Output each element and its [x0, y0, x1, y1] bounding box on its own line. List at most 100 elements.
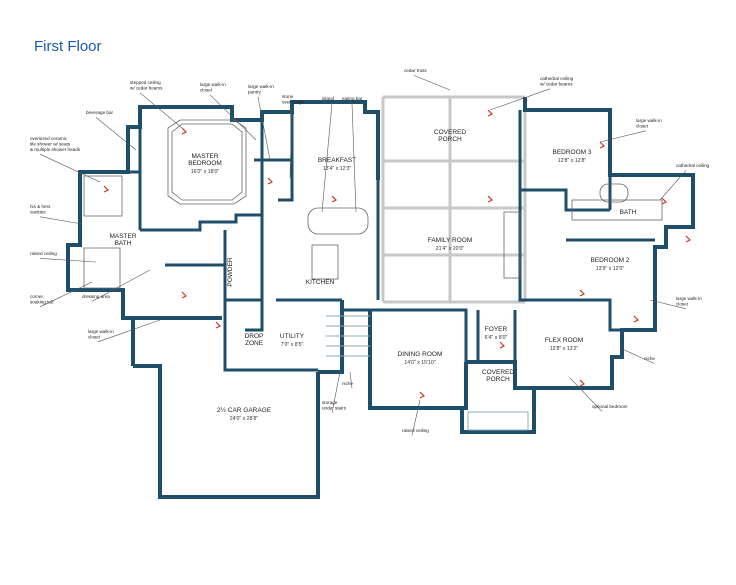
callout-leader-line [39, 258, 97, 263]
room-name: ZONE [245, 340, 264, 347]
callout-text: large walk-in [636, 118, 662, 123]
room-name: BATH [620, 209, 637, 216]
room-kitchen: KITCHEN [306, 279, 335, 286]
room-name: DROP [245, 333, 264, 340]
room-name: DINING ROOM [398, 351, 443, 358]
ceiling-beams [381, 95, 527, 304]
room-name: MASTER [191, 153, 218, 160]
callout-leader-line [569, 377, 603, 412]
callout-leader-line [349, 371, 353, 389]
callout-leader-line [331, 371, 341, 413]
callout-text: pantry [248, 89, 261, 94]
room-name: COVERED [482, 369, 514, 376]
room-bath: BATH [620, 209, 637, 216]
callout-text: under stairs [322, 405, 347, 410]
callout-text: closet [88, 334, 101, 339]
room-name: PORCH [438, 136, 462, 143]
callout-text: cedar truss [404, 68, 427, 73]
callout-text: raised ceiling [402, 428, 429, 433]
plan-details [83, 119, 663, 431]
callout-text: beverage bar [86, 110, 114, 115]
callout-cedar-truss: cedar truss [404, 68, 451, 91]
callout-text: cathedral ceiling [540, 76, 574, 81]
callout-leader-line [619, 347, 655, 364]
callout-leader-line [39, 153, 101, 183]
callout-text: closet [200, 87, 213, 92]
callout-text: storage [322, 400, 338, 405]
room-name: BREAKFAST [318, 157, 356, 164]
callout-text: over range [282, 99, 304, 104]
callout-text: niche [342, 381, 353, 386]
callout-text: closet [636, 123, 649, 128]
room-dimension: 12'8" x 12'8" [558, 158, 587, 164]
callout-text: closet [676, 301, 689, 306]
interior-walls [128, 110, 655, 372]
callout-leader-line [39, 281, 93, 308]
callout-leader-line [139, 92, 183, 129]
room-dimension: 24'0" x 28'8" [230, 416, 259, 422]
page-title: First Floor [34, 38, 102, 55]
room-name: FLEX ROOM [545, 337, 583, 344]
callout-text: soaking tub [30, 299, 54, 304]
room-name: COVERED [434, 129, 466, 136]
room-foyer: FOYER 6'4" x 8'0" [485, 326, 508, 341]
room-name: FAMILY ROOM [428, 237, 473, 244]
room-name: UTILITY [280, 333, 305, 340]
room-name: BEDROOM [188, 160, 222, 167]
callout-leader-line [411, 399, 421, 436]
callout-beverage-bar: beverage bar [86, 110, 137, 151]
callout-text: tile shower w/ seats [30, 141, 71, 146]
callout-leader-line [257, 96, 271, 161]
room-name: KITCHEN [306, 279, 335, 286]
callout-text: vanities [30, 209, 46, 214]
callout-leader-line [39, 216, 83, 225]
exterior-walls [66, 97, 695, 499]
callout-leader-line [91, 269, 151, 302]
room-name: PORCH [486, 376, 510, 383]
callout-text: & multiple shower heads [30, 147, 81, 152]
callout-text: island [322, 96, 334, 101]
room-dimension: 13'4" x 12'3" [323, 166, 352, 172]
callout-text: stone [282, 94, 294, 99]
callout-leader-line [489, 88, 551, 111]
callout-leader-line [209, 94, 257, 141]
callout-text: eating bar [342, 96, 363, 101]
room-dimension: 7'0" x 8'5" [281, 342, 304, 348]
callout-leader-line [97, 319, 161, 343]
callout-niche-right: niche [619, 347, 655, 364]
callout-text: niche [644, 356, 655, 361]
room-dimension: 14'0" x 15'10" [404, 360, 435, 366]
callout-text: dressing area [82, 294, 110, 299]
callout-eating-bar: eating bar [342, 96, 363, 213]
callout-text: stepped ceiling [130, 80, 161, 85]
room-name: FOYER [485, 326, 508, 333]
callout-niche-center: niche [342, 371, 353, 389]
callout-text: optional bedroom [592, 404, 628, 409]
room-name: POWDER [227, 257, 234, 287]
room-dimension: 6'4" x 8'0" [485, 335, 508, 341]
room-name: BATH [115, 240, 132, 247]
callout-raised-ceiling-bath: raised ceiling [30, 251, 97, 263]
callout-leader-line [95, 117, 137, 151]
room-dimension: 21'4" x 20'0" [436, 246, 465, 252]
callout-text: raised ceiling [30, 251, 57, 256]
callout-text: large walk-in [676, 296, 702, 301]
room-bedroom-2: BEDROOM 213'9" x 12'0" [590, 257, 629, 272]
callout-leader-line [321, 103, 333, 213]
callout-leader-line [599, 130, 647, 143]
